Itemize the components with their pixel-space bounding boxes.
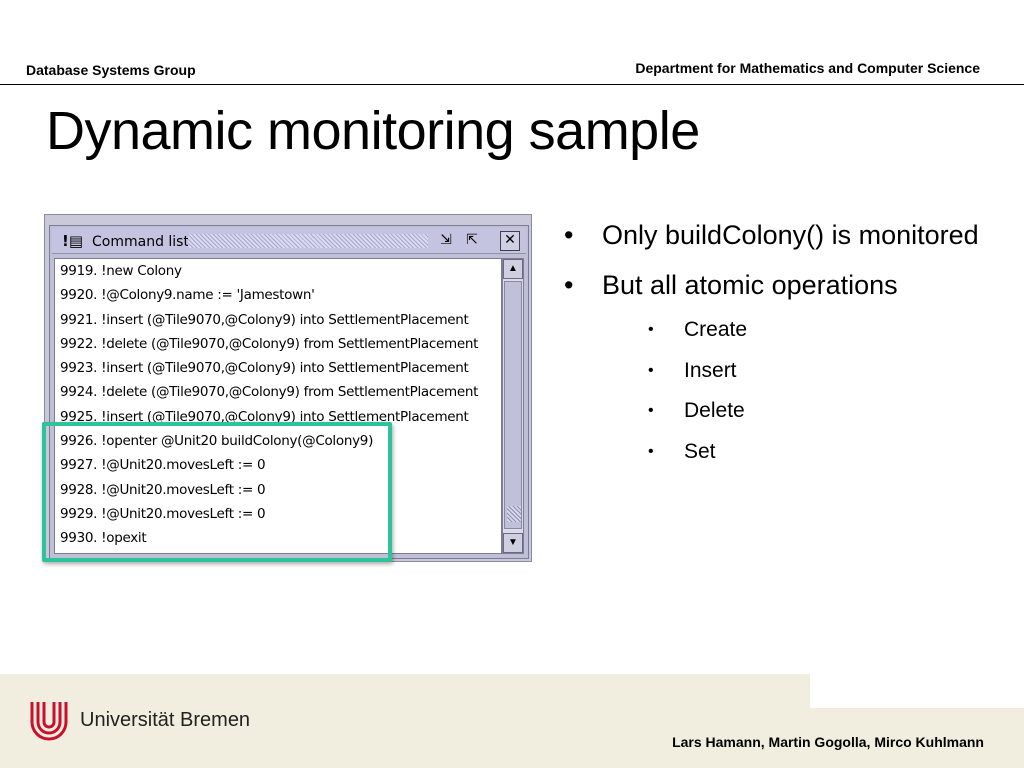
command-list-icon: !▤ [62,232,84,250]
command-list: 9919. !new Colony 9920. !@Colony9.name :… [54,258,502,554]
list-item[interactable]: 9919. !new Colony [60,263,182,279]
command-list-frame: !▤ Command list ⇲ ⇱ ✕ 9919. !new Colony … [49,225,529,559]
scroll-down-icon[interactable]: ▼ [503,533,523,553]
list-item[interactable]: 9925. !insert (@Tile9070,@Colony9) into … [60,408,469,425]
list-item[interactable]: 9922. !delete (@Tile9070,@Colony9) from … [60,335,479,352]
list-item[interactable]: 9920. !@Colony9.name := 'Jamestown' [60,287,315,304]
list-item[interactable]: 9926. !openter @Unit20 buildColony(@Colo… [60,433,374,450]
list-item[interactable]: 9928. !@Unit20.movesLeft := 0 [60,481,266,498]
command-list-window: !▤ Command list ⇲ ⇱ ✕ 9919. !new Colony … [44,214,532,562]
bullet-list: Only buildColony() is monitored But all … [560,216,1000,478]
list-item[interactable]: 9929. !@Unit20.movesLeft := 0 [60,505,266,522]
list-item[interactable]: 9930. !opexit [60,530,147,547]
window-titlebar[interactable]: !▤ Command list ⇲ ⇱ ✕ [52,228,526,254]
bullet-item: But all atomic operations [560,266,1000,304]
list-item[interactable]: 9923. !insert (@Tile9070,@Colony9) into … [60,360,469,377]
authors: Lars Hamann, Martin Gogolla, Mirco Kuhlm… [672,734,984,750]
list-item[interactable]: 9921. !insert (@Tile9070,@Colony9) into … [60,311,469,328]
sub-bullet-item: Delete [560,397,1000,425]
scroll-grip [507,506,521,522]
maximize-icon[interactable]: ⇱ [466,232,478,248]
header-divider [0,84,1024,85]
bullet-item: Only buildColony() is monitored [560,216,1000,254]
sub-bullet-item: Set [560,438,1000,466]
window-title: Command list [92,234,189,250]
vertical-scrollbar[interactable]: ▲ ▼ [502,258,524,554]
close-icon[interactable]: ✕ [500,231,520,251]
minimize-icon[interactable]: ⇲ [440,232,452,248]
list-item[interactable]: 9927. !@Unit20.movesLeft := 0 [60,457,266,474]
scroll-thumb[interactable] [504,281,522,529]
slide-title: Dynamic monitoring sample [46,101,700,161]
group-name: Database Systems Group [26,62,196,78]
university-name: Universität Bremen [80,709,251,731]
department-name: Department for Mathematics and Computer … [635,60,980,76]
scroll-up-icon[interactable]: ▲ [503,259,523,279]
list-item[interactable]: 9924. !delete (@Tile9070,@Colony9) from … [60,384,479,401]
footer-corner [810,674,1024,708]
highlight-box [42,422,392,562]
university-logo-icon [30,702,68,741]
sub-bullet-item: Create [560,316,1000,344]
titlebar-grip [188,234,428,248]
sub-bullet-item: Insert [560,357,1000,385]
